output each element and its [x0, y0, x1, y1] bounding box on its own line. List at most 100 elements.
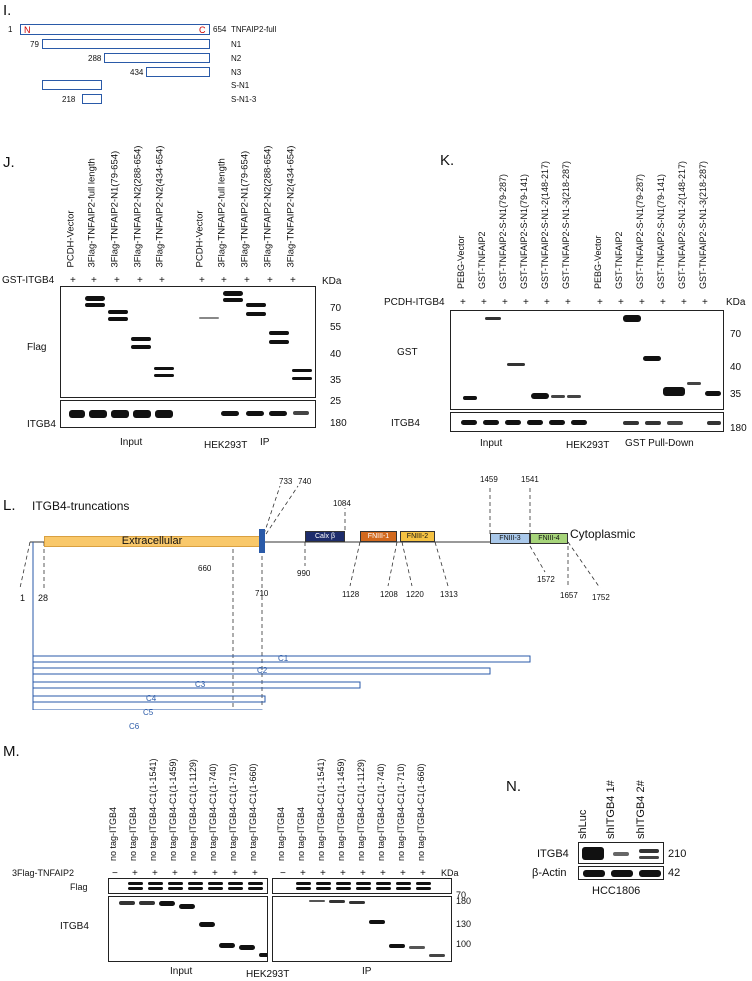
pos-28: 28 [38, 593, 49, 603]
m-kda: KDa [441, 868, 459, 878]
panel_m-lane-sign: + [320, 868, 326, 879]
panel-j-letter: J. [3, 154, 15, 171]
m-m100: 100 [456, 939, 472, 949]
n-terminus-label: N [24, 25, 31, 35]
band [396, 882, 411, 885]
l-title: ITGB4-truncations [32, 499, 130, 513]
band [246, 312, 266, 316]
m-itgb4-label: ITGB4 [60, 921, 89, 932]
panel_k-lane-label: GST-TNFAIP2-S-N1(79-287) [635, 173, 645, 289]
band [356, 887, 371, 890]
panel_j-lane-label: 3Flag-TNFAIP2-N1(79-654) [239, 150, 251, 268]
band [571, 420, 587, 425]
band [155, 410, 173, 418]
panel_k-lane-label: GST-TNFAIP2 [614, 231, 624, 289]
full-end: 654 [213, 25, 227, 34]
transmembrane-domain [259, 529, 265, 553]
pos-1220: 1220 [406, 590, 424, 599]
panel_m-lane-label: no tag-ITGB4-C1(1-1459) [168, 758, 178, 861]
sn1-box [42, 80, 102, 90]
calx-label: Calx β [315, 533, 335, 540]
panel_m-lane-sign: + [400, 868, 406, 879]
band [228, 882, 243, 885]
band [246, 411, 264, 416]
c3-label: C3 [195, 680, 206, 689]
panel_j-lane-sign: + [199, 275, 205, 286]
band [128, 887, 143, 890]
calx-domain: Calx β [305, 531, 345, 542]
n3-start: 434 [130, 68, 144, 77]
j-m35: 35 [330, 375, 342, 386]
panel_j-lane-sign: + [114, 275, 120, 286]
n-itgb4-blot [578, 842, 664, 864]
panel_m-lane-sign: − [280, 868, 286, 879]
panel_j-lane-sign: + [244, 275, 250, 286]
panel_k-lane-label: GST-TNFAIP2-S-N1(79-141) [519, 173, 529, 289]
j-kda: KDa [322, 276, 342, 287]
panel_m-lane-label: no tag-ITGB4-C1(1-1541) [316, 758, 326, 861]
band [309, 900, 325, 902]
panel_m-lane-sign: + [132, 868, 138, 879]
c2-label: C2 [257, 666, 268, 675]
m-flag-label: Flag [70, 882, 88, 892]
itgb4-domain-diagram [19, 485, 601, 710]
m-itgb4-blot-ip [272, 896, 452, 962]
j-ip: IP [260, 437, 270, 448]
m-ip: IP [362, 966, 372, 977]
band [159, 901, 175, 906]
n1-start: 79 [30, 40, 39, 49]
k-itgb4-blot [450, 412, 724, 432]
n-m42: 42 [668, 867, 681, 879]
band [416, 882, 431, 885]
band [69, 410, 85, 418]
fniii-2-label: FNIII-2 [406, 533, 429, 540]
panel_k-lane-sign: + [544, 297, 550, 308]
band [292, 369, 312, 372]
band [623, 315, 641, 322]
band [293, 411, 309, 415]
k-m40: 40 [730, 362, 742, 373]
k-kda: KDa [726, 297, 746, 308]
j-itgb4-label: ITGB4 [27, 419, 56, 430]
band [108, 310, 128, 314]
panel_k-lane-sign: + [660, 297, 666, 308]
panel_k-lane-sign: + [460, 297, 466, 308]
band [133, 410, 151, 418]
band [396, 887, 411, 890]
band [409, 946, 425, 949]
pos-1752: 1752 [592, 593, 610, 602]
fniii-3-domain: FNIII-3 [490, 533, 530, 544]
panel_k-lane-sign: + [502, 297, 508, 308]
panel-m-letter: M. [3, 743, 20, 760]
band [316, 887, 331, 890]
band [269, 331, 289, 335]
panel_k-lane-label: GST-TNFAIP2-S-N1(79-141) [656, 173, 666, 289]
panel_j-lane-label: PCDH-Vector [65, 210, 77, 268]
band [128, 882, 143, 885]
panel_j-lane-sign: + [91, 275, 97, 286]
panel_j-lane-sign: + [267, 275, 273, 286]
band [707, 421, 721, 425]
band [246, 303, 266, 307]
panel_k-lane-sign: + [618, 297, 624, 308]
sn1-label: S-N1 [231, 81, 250, 90]
cytoplasmic-label: Cytoplasmic [570, 527, 636, 541]
band [228, 887, 243, 890]
panel_j-lane-sign: + [221, 275, 227, 286]
c1-label: C1 [278, 654, 289, 663]
band [179, 904, 195, 909]
k-m180: 180 [730, 423, 747, 434]
band [139, 901, 155, 905]
band [316, 882, 331, 885]
band [221, 411, 239, 416]
panel_k-lane-sign: + [702, 297, 708, 308]
n3-label: N3 [231, 68, 242, 77]
n-m210: 210 [668, 848, 687, 860]
pos-1208: 1208 [380, 590, 398, 599]
panel_m-lane-sign: + [252, 868, 258, 879]
band [154, 374, 174, 377]
panel_m-lane-sign: + [212, 868, 218, 879]
panel-k-letter: K. [440, 152, 455, 169]
panel_m-lane-label: no tag-ITGB4-C1(1-710) [228, 763, 238, 861]
n-cell: HCC1806 [592, 885, 641, 897]
